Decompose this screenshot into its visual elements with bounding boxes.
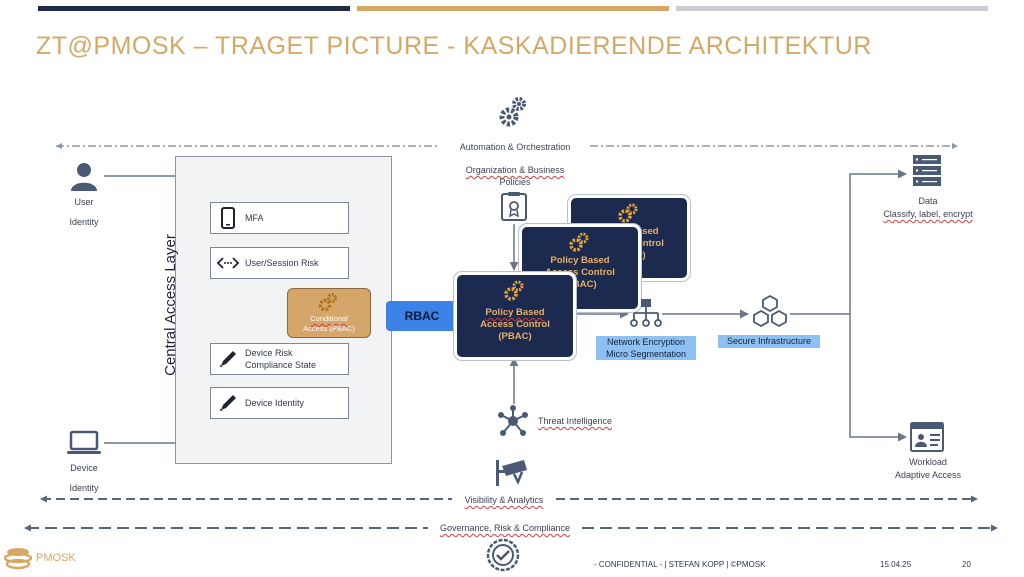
pen-icon (211, 393, 245, 413)
gears-icon (288, 289, 370, 314)
automation-label: Automation & Orchestration (459, 142, 571, 152)
conditional-line2: Access (PBAC) (303, 324, 355, 333)
workload-sub-label: Adaptive Access (894, 470, 962, 480)
pen-icon (211, 349, 245, 369)
gears-icon (571, 198, 687, 226)
threat-intelligence-label: Threat Intelligence (538, 416, 613, 426)
top-bar-navy (38, 6, 350, 11)
pbac-front-line2: Access Control (480, 319, 550, 330)
user-icon (68, 160, 100, 197)
pbac-middle-line2: Access Control (545, 267, 615, 278)
device-identity-component[interactable]: Device Identity (210, 387, 349, 419)
top-bar-grey (676, 6, 988, 11)
network-tree-icon (630, 298, 662, 335)
laptop-icon (66, 430, 102, 461)
policies-label-line1: Organization & Business (465, 165, 565, 175)
smartphone-icon (211, 207, 245, 229)
network-encryption-tag: Network Encryption Micro Segmentation (596, 336, 696, 360)
device-label: Device (70, 463, 98, 473)
user-label: User (74, 197, 94, 207)
conditional-access-box[interactable]: Conditional Access (PBAC) (287, 288, 371, 338)
visibility-label: Visibility & Analytics (464, 495, 544, 505)
data-label: Data (918, 196, 938, 206)
gears-icon (522, 227, 638, 255)
footer-confidential: - CONFIDENTIAL - | STEFAN KOPP | ©PMOSK (594, 560, 766, 569)
pbac-front-line3: (PBAC) (498, 331, 532, 342)
user-session-risk-label: User/Session Risk (245, 258, 319, 268)
cubes-icon (750, 294, 790, 335)
pmosk-logo-icon (4, 548, 32, 570)
page-title: ZT@PMOSK – TRAGET PICTURE - KASKADIEREND… (36, 32, 872, 60)
secure-infrastructure-tag: Secure Infrastructure (718, 335, 820, 348)
certificate-icon (500, 192, 528, 229)
gears-icon (498, 94, 532, 133)
governance-label: Governance, Risk & Compliance (439, 523, 571, 533)
pmosk-logo: PMOSK (4, 546, 76, 570)
pbac-front-line1: Policy Based (485, 307, 545, 318)
user-session-risk-component[interactable]: User/Session Risk (210, 247, 349, 279)
network-hub-icon (496, 404, 530, 443)
device-risk-label: Device Risk (245, 348, 293, 358)
pbac-box-middle[interactable]: Policy Based Access Control (PBAC) (519, 224, 641, 312)
policies-label-line2: Policies (499, 177, 531, 187)
network-line2: Micro Segmentation (605, 349, 687, 359)
security-camera-icon (494, 458, 530, 493)
conditional-line1: Conditional (310, 314, 348, 323)
pbac-middle-line1: Policy Based (550, 255, 610, 266)
device-identity-component-label: Device Identity (245, 398, 305, 408)
pbac-box-front[interactable]: Policy Based Access Control (PBAC) (454, 272, 576, 360)
device-risk-component[interactable]: Device Risk Compliance State (210, 343, 349, 375)
central-access-layer-title: Central Access Layer (162, 234, 179, 376)
verified-badge-icon (486, 538, 520, 577)
user-identity-label: Identity (69, 217, 99, 227)
workload-label: Workload (909, 457, 947, 467)
footer-page-number: 20 (962, 560, 971, 569)
pbac-middle-line3: (PBAC) (563, 279, 597, 290)
code-arrows-icon (211, 256, 245, 270)
data-sub-label: Classify, label, encrypt (883, 209, 973, 219)
compliance-state-label: Compliance State (245, 360, 317, 370)
pmosk-logo-text: PMOSK (36, 552, 76, 564)
rbac-box[interactable]: RBAC (386, 301, 458, 331)
mfa-component[interactable]: MFA (210, 202, 349, 234)
server-icon (912, 154, 942, 193)
footer-date: 15.04.25 (880, 560, 912, 569)
network-line1: Network Encryption (606, 337, 686, 347)
gears-icon (457, 275, 573, 307)
device-identity-label: Identity (69, 483, 99, 493)
mfa-label: MFA (245, 213, 264, 223)
browser-window-icon (910, 422, 944, 457)
top-bar-gold (357, 6, 669, 11)
